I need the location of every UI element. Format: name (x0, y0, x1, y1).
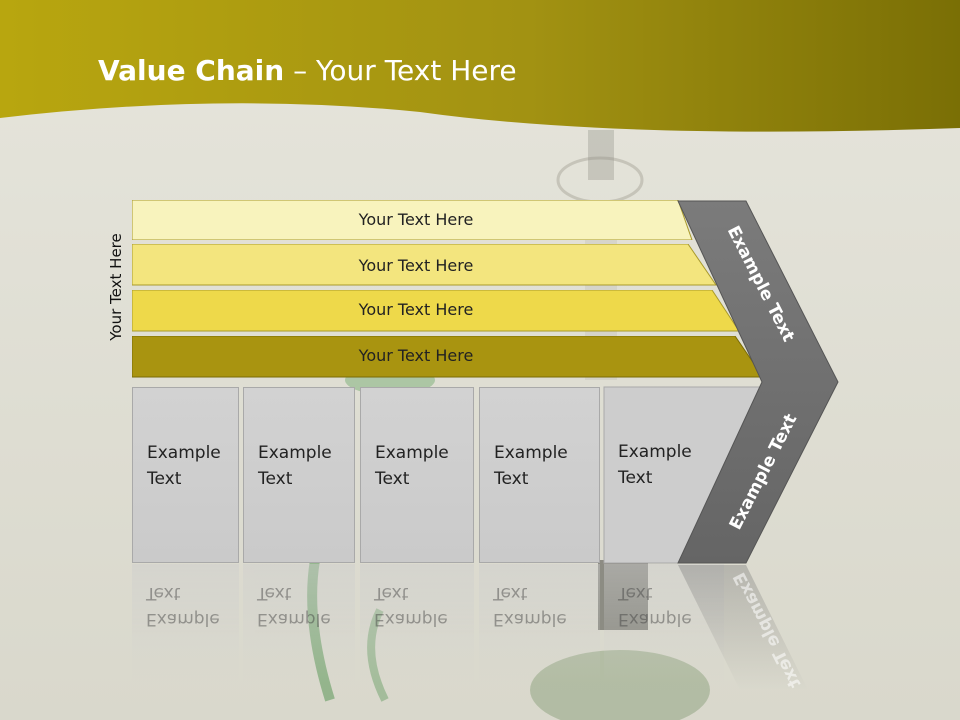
activity-box-4-line1: Example (494, 443, 568, 463)
reflection-5-line1: Example (618, 609, 692, 629)
reflection-4-line2: Text (493, 583, 528, 603)
support-bar-2-label: Your Text Here (358, 256, 474, 275)
reflection-3-line1: Example (374, 609, 448, 629)
reflection-1-line1: Example (146, 609, 220, 629)
support-bar-3-label: Your Text Here (358, 300, 474, 319)
activity-box-5-reflection: Example Text (604, 564, 724, 684)
page-title: Value Chain – Your Text Here (98, 54, 517, 87)
support-bar-3: Your Text Here (132, 290, 740, 332)
activity-box-2-line2: Text (258, 469, 293, 489)
reflection-5-line2: Text (618, 583, 653, 603)
activity-box-5-line1: Example (618, 442, 692, 462)
support-bar-1: Your Text Here (132, 200, 700, 240)
activity-box-4-reflection: Example Text (479, 564, 600, 684)
activity-box-2-line1: Example (258, 443, 332, 463)
title-bold: Value Chain (98, 54, 285, 87)
reflection-2-line2: Text (257, 583, 292, 603)
activity-box-4: Example Text (479, 387, 600, 563)
support-bar-1-label: Your Text Here (358, 210, 474, 229)
support-bar-4-label: Your Text Here (358, 346, 474, 365)
activity-box-1-line1: Example (147, 443, 221, 463)
reflection-2-line1: Example (257, 609, 331, 629)
title-rest: – Your Text Here (284, 54, 517, 87)
support-bar-2: Your Text Here (132, 244, 717, 286)
activity-box-1: Example Text (132, 387, 239, 563)
activity-box-4-line2: Text (494, 469, 529, 489)
activity-box-1-reflection: Example Text (132, 564, 239, 684)
support-bar-4: Your Text Here (132, 336, 764, 378)
reflection-4-line1: Example (493, 609, 567, 629)
activity-box-3-line1: Example (375, 443, 449, 463)
activity-box-3: Example Text (360, 387, 474, 563)
reflection-3-line2: Text (374, 583, 409, 603)
header-band (0, 0, 960, 132)
activity-box-2: Example Text (243, 387, 355, 563)
reflection-1-line2: Text (146, 583, 181, 603)
activity-box-2-reflection: Example Text (243, 564, 355, 684)
vertical-side-label: Your Text Here (107, 233, 125, 341)
activity-box-3-line2: Text (375, 469, 410, 489)
activity-box-1-line2: Text (147, 469, 182, 489)
activity-box-5-line2: Text (618, 468, 653, 488)
activity-box-5: Example Text (618, 439, 692, 491)
activity-box-3-reflection: Example Text (360, 564, 474, 684)
